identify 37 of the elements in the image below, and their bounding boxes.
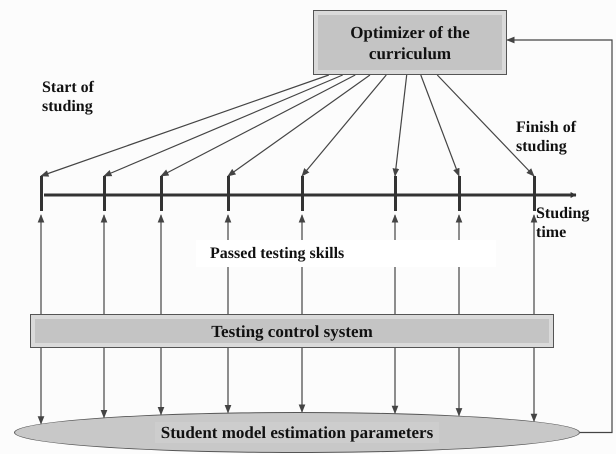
arrow	[530, 214, 538, 314]
arrow	[298, 348, 306, 413]
annotation-label: Studing time	[536, 204, 590, 242]
arrow	[158, 348, 164, 416]
arrow	[530, 348, 538, 422]
arrow	[100, 214, 108, 314]
arrow	[456, 348, 462, 417]
time-tick	[394, 176, 396, 211]
arrow	[392, 348, 398, 414]
arrow	[436, 74, 535, 177]
arrow	[103, 74, 343, 177]
arrow	[158, 214, 164, 314]
time-tick	[226, 176, 230, 211]
arrow	[224, 348, 232, 414]
node-text: Testing control system	[211, 320, 373, 342]
node-text: Optimizer of the curriculum	[349, 22, 471, 64]
arrow	[160, 74, 356, 177]
node-text: Student model estimation parameters	[154, 422, 440, 443]
time-tick	[300, 176, 304, 211]
time-tick	[40, 176, 42, 211]
arrow	[100, 348, 108, 418]
arrow	[227, 74, 370, 176]
time-tick	[160, 176, 162, 211]
time-tick	[458, 176, 460, 211]
arrow	[301, 74, 387, 177]
time-tick	[532, 176, 536, 211]
annotation-label: Start of studing	[42, 78, 96, 116]
arrow	[506, 36, 613, 434]
arrow	[40, 74, 330, 177]
process-box	[30, 314, 554, 348]
arrow	[38, 348, 44, 425]
arrow	[392, 74, 408, 177]
arrow	[420, 74, 460, 177]
time-tick	[102, 176, 106, 211]
process-box	[313, 10, 507, 75]
annotation-label: Finish of studing	[516, 118, 578, 156]
arrow	[38, 214, 44, 314]
